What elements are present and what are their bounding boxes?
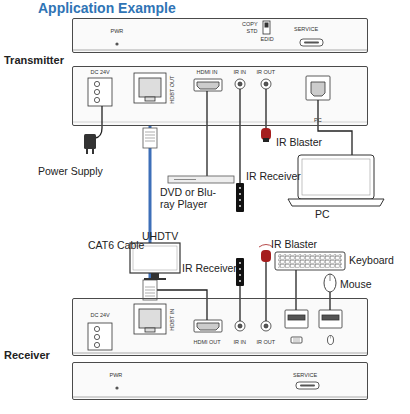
port-label: IR IN (234, 70, 247, 76)
port-label: HDBT IN (170, 309, 176, 331)
callout-label: IR Blaster (276, 136, 322, 148)
callout-label: CAT6 Cable (88, 239, 144, 251)
callout-label: Keyboard (349, 254, 394, 266)
device-panel: PWR COPYSTDEDID SERVICE (72, 18, 368, 53)
port-label: COPY (242, 22, 258, 28)
device-panel: DC 24V HDBT IN HDMI OUT IR IN IR OUT (72, 298, 368, 356)
callout-label: Mouse (340, 278, 372, 290)
callout-label: PC (315, 208, 330, 220)
port-label: DC 24V (91, 313, 110, 319)
callout-label: DVD or Blu-ray Player (160, 186, 226, 210)
port-label: IR OUT (257, 340, 276, 346)
callout-label: Transmitter (4, 54, 64, 67)
port-label: SERVICE (294, 27, 318, 33)
diagram-title: Application Example (38, 0, 176, 16)
port-label: HDBT OUT (170, 76, 176, 104)
port-label: STD (247, 29, 258, 35)
port-label: HDMI IN (197, 70, 218, 76)
port-label: IR IN (234, 340, 247, 346)
port-label: DC 24V (91, 70, 110, 76)
port-label: SERVICE (293, 373, 317, 379)
callout-label: UHDTV (142, 230, 178, 242)
callout-label: IR Blaster (271, 238, 317, 250)
port-label: EDID (261, 37, 274, 43)
port-label: PWR (111, 29, 124, 35)
port-label: PC (314, 118, 322, 124)
callout-label: IR Receiver (246, 170, 301, 182)
port-label: HDMI OUT (194, 340, 221, 346)
port-label: PWR (110, 373, 123, 379)
device-panel: PWR SERVICE (72, 362, 368, 400)
callout-label: IR Receiver (182, 262, 237, 274)
device-panel: DC 24V HDBT OUT HDMI IN IR IN IR OUT PC (72, 66, 368, 126)
callout-label: Receiver (4, 349, 50, 362)
callout-label: Power Supply (38, 165, 103, 177)
port-label: IR OUT (257, 70, 276, 76)
